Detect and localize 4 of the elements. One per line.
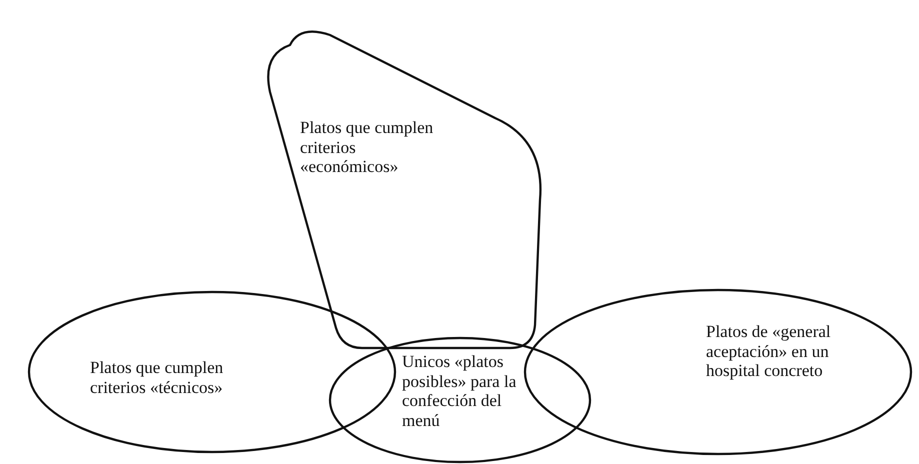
set-label: Platos que cumplen criterios «técnicos» (90, 358, 224, 398)
set-label: Unicos «platos posibles» para la confección del menú (402, 352, 517, 430)
set-label: Platos de «general aceptación» en un hospital concreto (706, 322, 831, 381)
set-label: Platos que cumplen criterios «económicos» (300, 118, 434, 177)
